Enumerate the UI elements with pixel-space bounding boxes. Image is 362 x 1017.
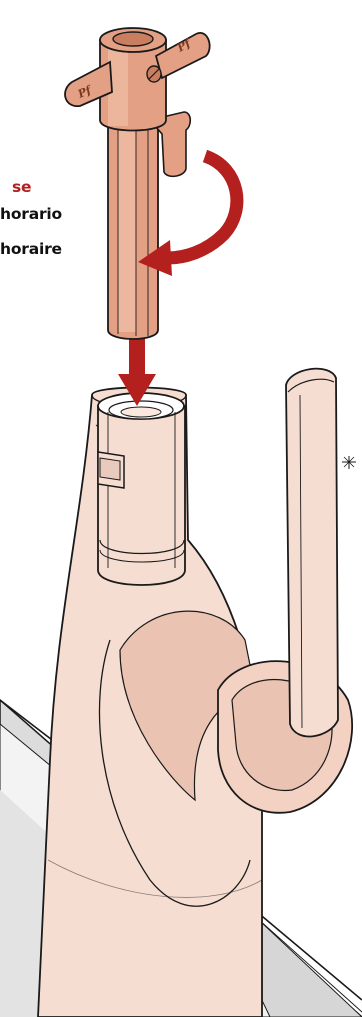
removal-tool: Pf Pf — [65, 28, 210, 339]
sparkle-icon — [342, 456, 356, 469]
label-english-clockwise: se — [12, 178, 31, 197]
faucet-handle — [218, 369, 352, 813]
spray-collar — [98, 393, 185, 585]
label-french-clockwise: horaire — [0, 240, 62, 259]
label-spanish-clockwise: horario — [0, 205, 62, 224]
